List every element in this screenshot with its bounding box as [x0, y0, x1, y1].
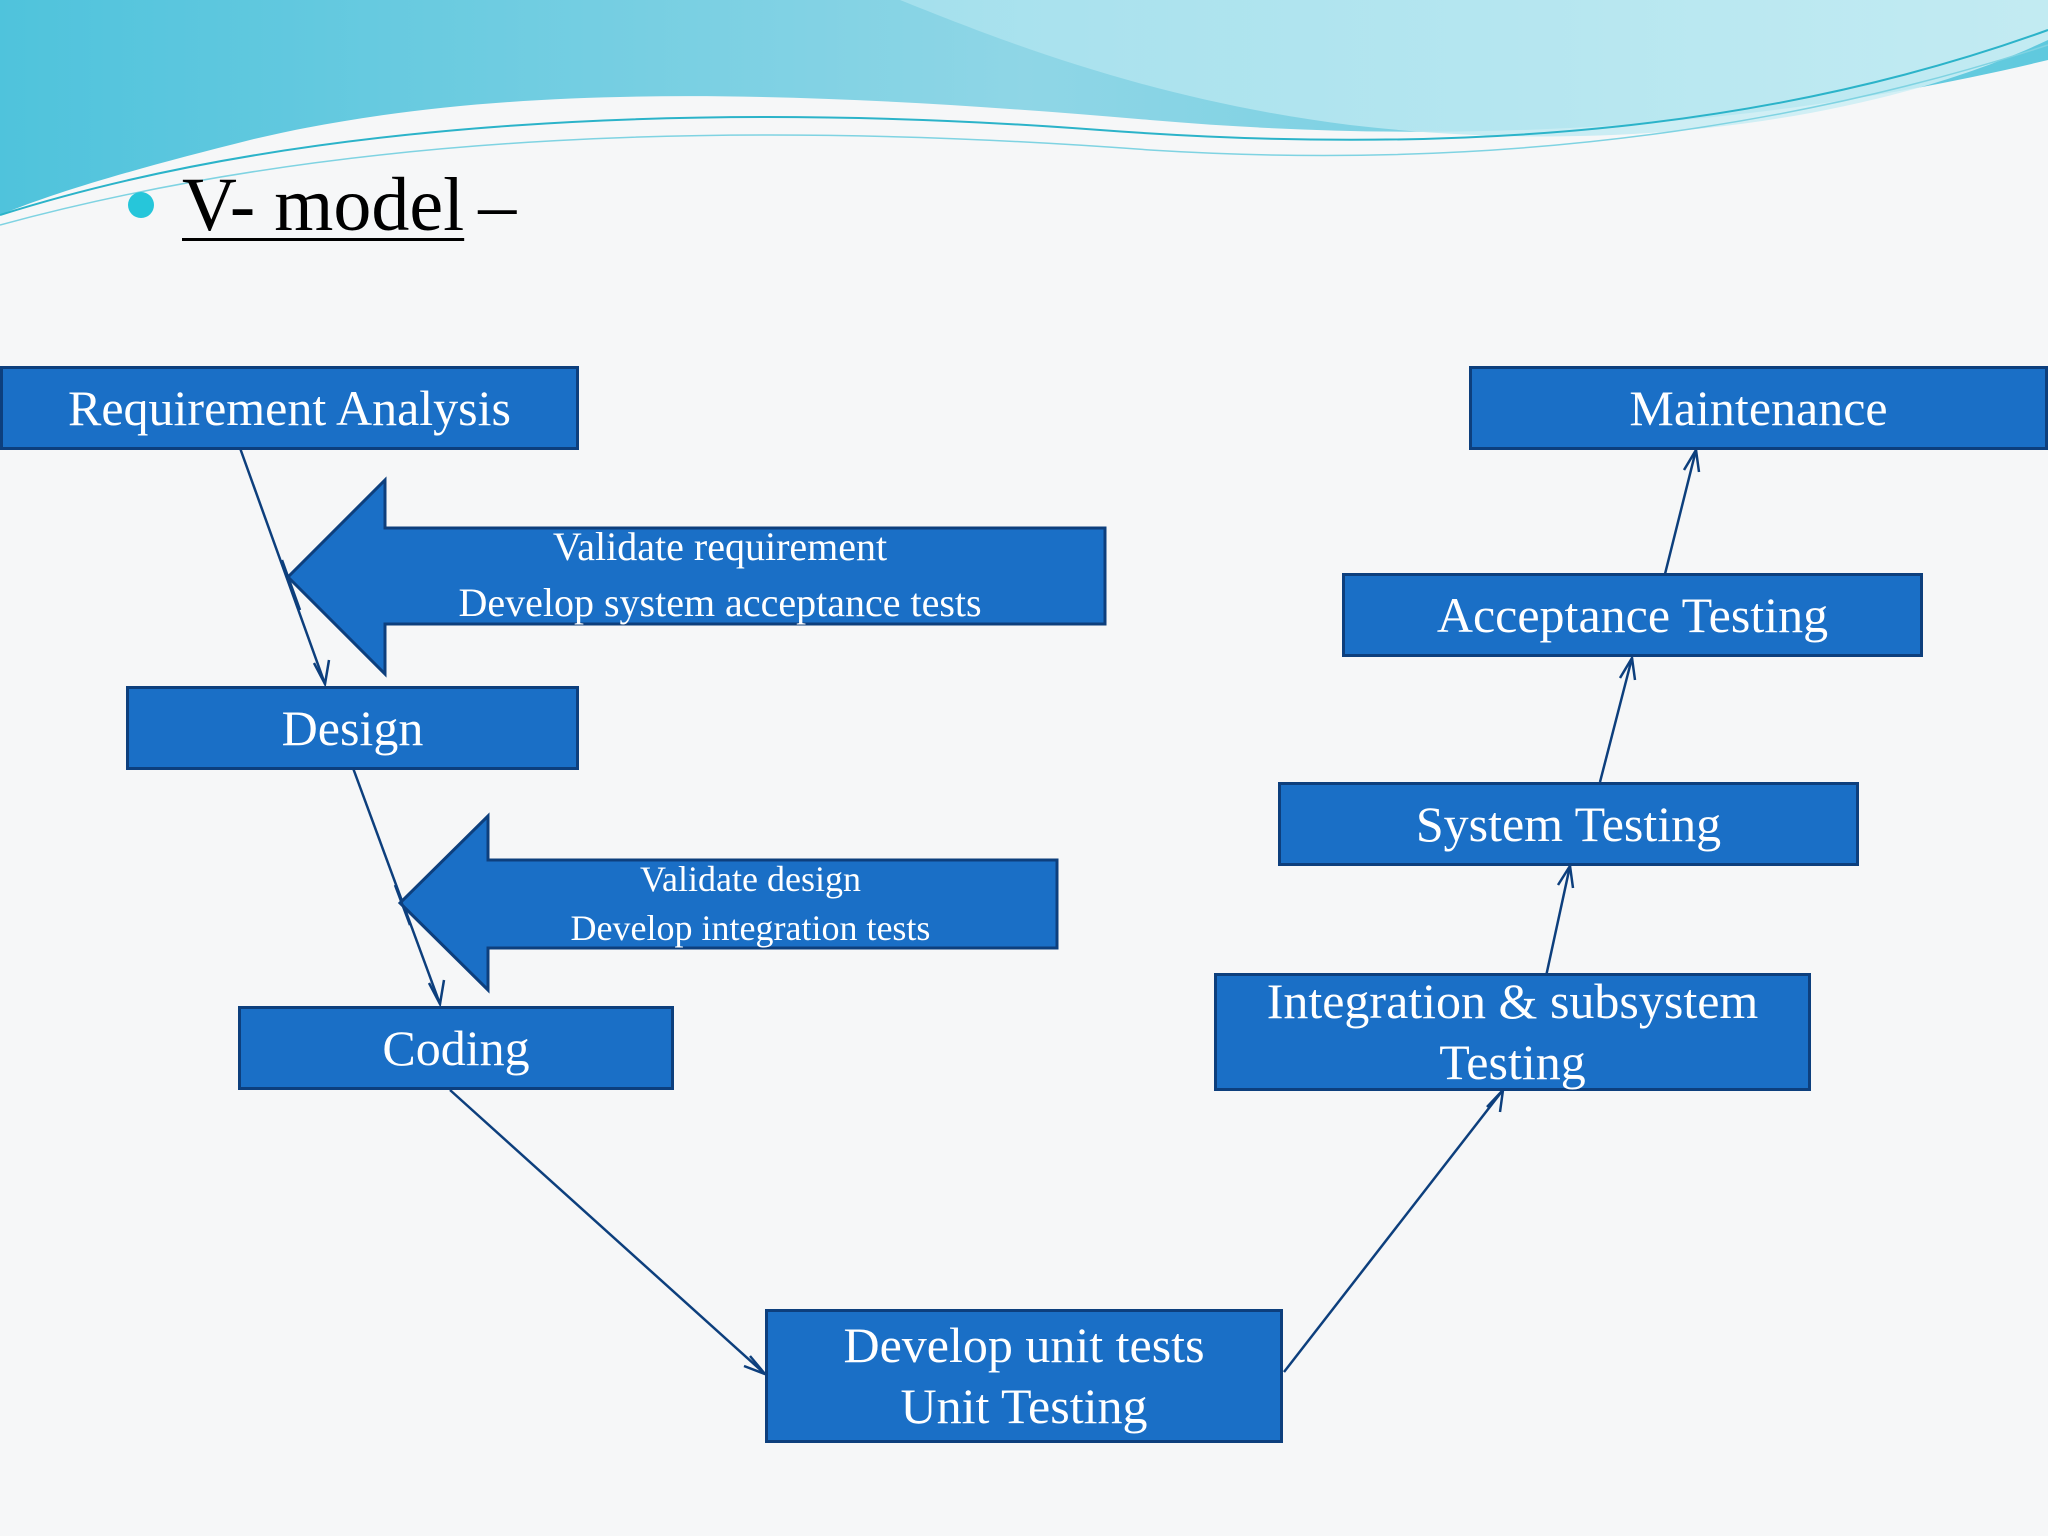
validate-requirement-arrow	[285, 476, 1107, 678]
validate-design-text: Validate design Develop integration test…	[488, 856, 1013, 952]
validate-design-arrow	[397, 812, 1059, 994]
acceptance-testing-box: Acceptance Testing	[1342, 573, 1923, 657]
system-testing-label: System Testing	[1415, 795, 1722, 852]
header-wave-decoration	[0, 0, 2048, 226]
unit-testing-line1: Develop unit tests	[843, 1317, 1205, 1373]
requirement-analysis-label: Requirement Analysis	[68, 379, 511, 436]
coding-label: Coding	[382, 1019, 530, 1076]
bullet-icon	[128, 192, 154, 218]
validate-design-line2: Develop integration tests	[570, 908, 931, 948]
integration-testing-box: Integration & subsystem Testing	[1214, 973, 1811, 1091]
acceptance-testing-label: Acceptance Testing	[1436, 586, 1829, 643]
title-text: V- model	[182, 162, 465, 247]
maintenance-box: Maintenance	[1469, 366, 2048, 450]
validate-requirement-line1: Validate requirement	[552, 524, 888, 569]
title-dash: –	[478, 162, 517, 247]
slide-title: V- model –	[128, 160, 516, 250]
design-label: Design	[281, 699, 424, 756]
unit-testing-line2: Unit Testing	[900, 1378, 1148, 1434]
coding-box: Coding	[238, 1006, 674, 1090]
integration-testing-line2: Testing	[1439, 1034, 1586, 1090]
validate-requirement-text: Validate requirement Develop system acce…	[385, 522, 1055, 628]
design-box: Design	[126, 686, 579, 770]
maintenance-label: Maintenance	[1629, 379, 1888, 436]
integration-testing-line1: Integration & subsystem	[1266, 973, 1759, 1029]
requirement-analysis-box: Requirement Analysis	[0, 366, 579, 450]
system-testing-box: System Testing	[1278, 782, 1859, 866]
validate-requirement-line2: Develop system acceptance tests	[458, 580, 982, 625]
validate-design-line1: Validate design	[640, 859, 861, 900]
unit-testing-box: Develop unit tests Unit Testing	[765, 1309, 1283, 1443]
